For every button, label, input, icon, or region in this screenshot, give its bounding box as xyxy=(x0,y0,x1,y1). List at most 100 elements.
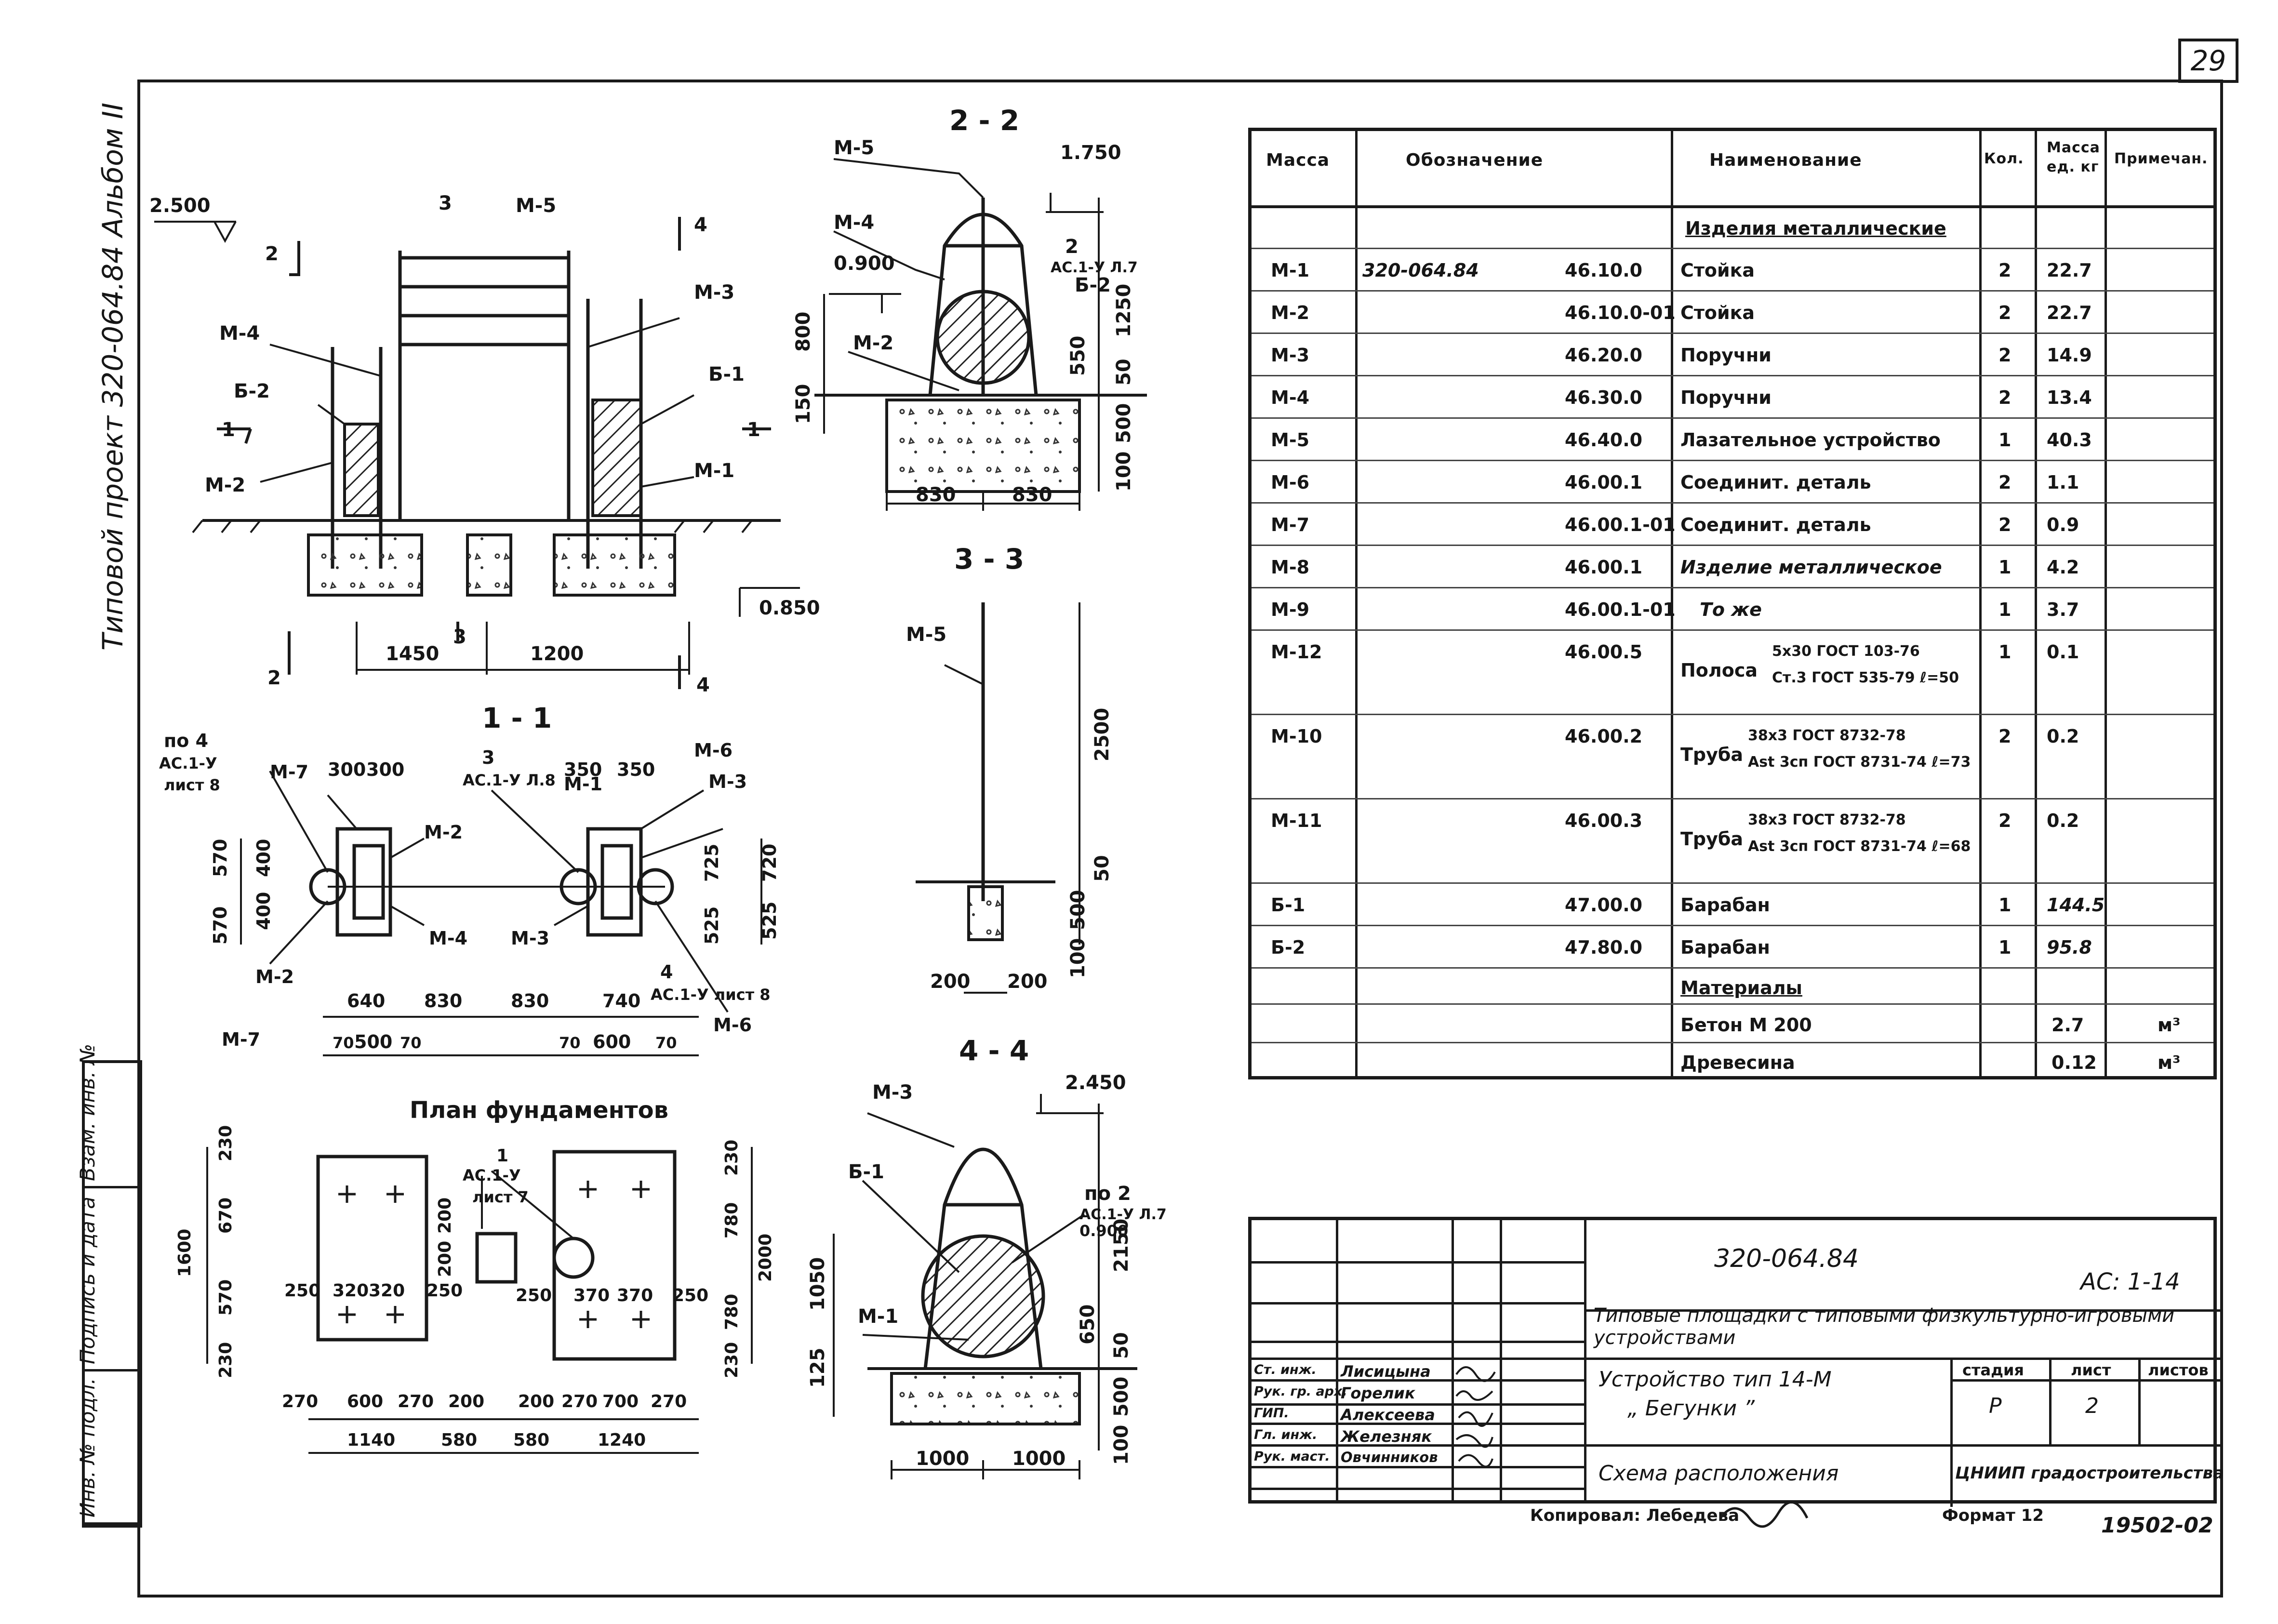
s11-dim-570b: 570 xyxy=(210,906,231,945)
spec-cell-mark: М-9 xyxy=(1271,599,1310,620)
spec-cell-name: Труба xyxy=(1680,828,1744,850)
spec-cell-mass: 0.2 xyxy=(2047,726,2079,747)
tb-divider xyxy=(1452,1220,1454,1500)
tb-divider xyxy=(1252,1261,1584,1264)
s11-dim-740: 740 xyxy=(602,990,640,1012)
spec-cell-qty: 1 xyxy=(1998,429,2012,451)
spec-cell-mark: М-5 xyxy=(1271,429,1310,451)
s11-label-m4: М-4 xyxy=(429,928,467,949)
s11-ref-as1-l8: АС.1-У Л.8 xyxy=(463,771,556,789)
spec-cell-spec1: 38x3 ГОСТ 8732-78 xyxy=(1748,812,1906,828)
sheet-number: 29 xyxy=(2178,39,2238,83)
spec-cell-code: 46.20.0 xyxy=(1565,345,1643,366)
spec-cell-name: Стойка xyxy=(1680,302,1755,323)
s11-dim-70b: 70 xyxy=(400,1034,422,1052)
spec-cell-qty: 2 xyxy=(1998,260,2012,281)
s44-dim-650: 650 xyxy=(1077,1305,1099,1345)
tb-divider xyxy=(1584,1309,2220,1312)
tb-divider xyxy=(2049,1358,2052,1444)
spec-section-row: Материалы xyxy=(1252,969,2213,1005)
s33-dim-50: 50 xyxy=(1091,855,1113,882)
s33-dim-100: 100 xyxy=(1067,938,1089,979)
spec-header-designation: Обозначение xyxy=(1406,150,1544,170)
s22-label-ref: АС.1-У Л.7 xyxy=(1051,259,1138,276)
spec-cell-mass: 95.8 xyxy=(2047,937,2092,958)
plan-dim-320b: 320 xyxy=(369,1281,405,1301)
spec-header-row: Масса Обозначение Наименование Кол. Масс… xyxy=(1252,131,2213,208)
s22-dim-100: 100 xyxy=(1113,452,1135,492)
plan-dim-200c: 200 xyxy=(448,1392,484,1411)
s33-dim-2500: 2500 xyxy=(1091,708,1113,761)
s44-dim-125: 125 xyxy=(807,1348,829,1388)
s22-level-0900: 0.900 xyxy=(834,253,895,275)
tb-staff-name: Алексеева xyxy=(1341,1406,1435,1424)
s33-label-m5: М-5 xyxy=(906,624,946,646)
foundation-plan-texts: План фундаментов 1 АС.1-У лист 7 230 670… xyxy=(175,1097,775,1450)
side-field-inv: Инв. № подл. xyxy=(76,1371,139,1525)
section-1-1-title: 1 - 1 xyxy=(482,702,552,734)
spec-cell-qty: 2 xyxy=(1998,514,2012,535)
spec-cell-mass: 0.2 xyxy=(2047,810,2079,831)
spec-cell-code: 46.00.1 xyxy=(1565,557,1643,578)
spec-cell-spec2: Ast 3сп ГОСТ 8731-74 ℓ=73 xyxy=(1748,754,1971,771)
s22-label-b2: Б-2 xyxy=(1075,274,1111,296)
s11-dim-300b: 300 xyxy=(366,759,404,780)
s22-label-m4: М-4 xyxy=(834,212,874,234)
s11-label-m3: М-3 xyxy=(708,771,747,792)
label-b2: Б-2 xyxy=(234,380,270,402)
tb-organization: ЦНИИП градостроительства xyxy=(1955,1464,2224,1483)
plan-dim-250c: 250 xyxy=(516,1286,552,1305)
signatures xyxy=(1455,1366,1496,1468)
plan-dim-270d: 270 xyxy=(651,1392,687,1411)
table-row: М-9 46.00.1-01 То же 1 3.7 xyxy=(1252,588,2213,631)
section-3-3-texts: 3 - 3 М-5 2500 50 500 100 200 200 xyxy=(906,543,1113,993)
tb-staff-name: Лисицына xyxy=(1341,1362,1431,1381)
spec-header-note: Примечан. xyxy=(2114,150,2208,167)
s11-dim-70c: 70 xyxy=(559,1034,581,1052)
section-2-2-title: 2 - 2 xyxy=(949,104,1019,137)
plan-dim-230d: 230 xyxy=(722,1342,742,1378)
spec-cell-mass: 0.1 xyxy=(2047,641,2079,663)
tb-divider xyxy=(1252,1488,1584,1490)
spec-cell-qty: 2 xyxy=(1998,302,2012,323)
s11-dim-350b: 350 xyxy=(617,759,655,780)
spec-cell-mass: 144.5 xyxy=(2047,894,2105,916)
tb-sheet-ref: АС: 1-14 xyxy=(2080,1268,2180,1295)
section-mark-2b: 2 xyxy=(267,667,281,689)
spec-cell-code: 46.10.0-01 xyxy=(1565,302,1676,323)
spec-cell-note: м³ xyxy=(2158,1052,2181,1073)
table-row: М-6 46.00.1 Соединит. деталь 2 1.1 xyxy=(1252,461,2213,504)
spec-cell-spec2: Ст.3 ГОСТ 535-79 ℓ=50 xyxy=(1772,669,1959,686)
spec-cell-mass: 13.4 xyxy=(2047,387,2092,408)
s44-ref-po2: по 2 xyxy=(1084,1183,1131,1205)
title-block: 320-064.84 АС: 1-14 Типовые площадки с т… xyxy=(1248,1217,2224,1507)
tb-staff-role: ГИП. xyxy=(1254,1406,1289,1421)
label-b1: Б-1 xyxy=(708,363,745,386)
plan-dim-200d: 200 xyxy=(518,1392,554,1411)
spec-section-row: Изделия металлические xyxy=(1252,208,2213,249)
table-row: М-8 46.00.1 Изделие металлическое 1 4.2 xyxy=(1252,546,2213,588)
plan-dim-250d: 250 xyxy=(672,1286,708,1305)
spec-cell-qty: 1 xyxy=(1998,599,2012,620)
s33-dim-200b: 200 xyxy=(1007,971,1048,993)
tb-staff-role: Гл. инж. xyxy=(1254,1427,1318,1442)
label-m1: М-1 xyxy=(694,460,734,482)
s44-dim-500: 500 xyxy=(1110,1377,1132,1417)
plan-dim-230a: 230 xyxy=(216,1125,236,1161)
tb-divider xyxy=(1252,1423,1584,1425)
table-row: М-7 46.00.1-01 Соединит. деталь 2 0.9 xyxy=(1252,504,2213,546)
section-1-1 xyxy=(240,771,762,1056)
plan-title: План фундаментов xyxy=(410,1097,668,1124)
s11-label-m2b: М-2 xyxy=(255,966,294,987)
s22-dim-150: 150 xyxy=(792,384,814,425)
spec-cell-name: Поручни xyxy=(1680,345,1772,366)
spec-cell-mass: 1.1 xyxy=(2047,472,2079,493)
spec-cell-mass: 0.9 xyxy=(2047,514,2079,535)
s22-dim-50: 50 xyxy=(1113,359,1135,386)
tb-divider xyxy=(1584,1220,1586,1500)
tb-divider xyxy=(1252,1379,1584,1382)
plan-dim-370a: 370 xyxy=(573,1286,610,1305)
foundation-plan xyxy=(206,1147,753,1454)
s44-dim-1000b: 1000 xyxy=(1012,1448,1066,1470)
spec-cell-name: Полоса xyxy=(1680,660,1758,681)
